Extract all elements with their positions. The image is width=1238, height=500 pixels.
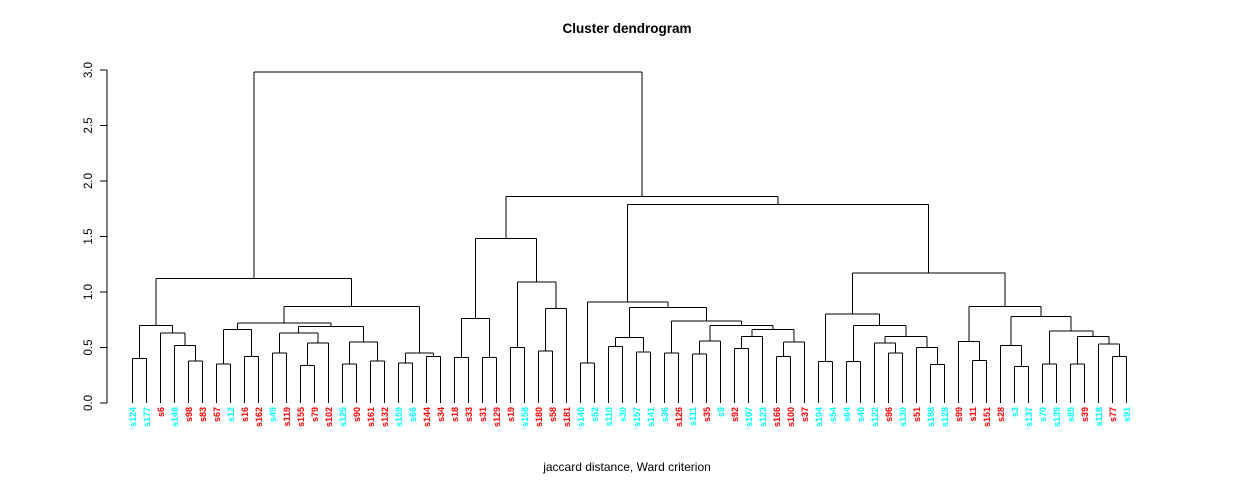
leaf-label: s102 <box>324 407 334 427</box>
leaf-label: s129 <box>492 407 502 427</box>
leaf-label: s158 <box>520 407 530 427</box>
leaf-label: s123 <box>758 407 768 427</box>
leaf-label: s126 <box>674 407 684 427</box>
leaf-label: s54 <box>828 407 838 422</box>
leaf-label: s36 <box>660 407 670 422</box>
dendrogram-lines <box>100 69 1127 404</box>
leaf-label: s49 <box>268 407 278 422</box>
leaf-label: s34 <box>436 407 446 422</box>
leaf-label: s16 <box>240 407 250 422</box>
leaf-label: s180 <box>534 407 544 427</box>
leaf-label: s92 <box>730 407 740 422</box>
leaf-label: s161 <box>366 407 376 427</box>
leaf-label: s64 <box>842 407 852 422</box>
leaf-label: s66 <box>408 407 418 422</box>
y-tick-label: 0.5 <box>83 340 95 356</box>
leaf-label: s77 <box>1108 407 1118 422</box>
leaf-label: s132 <box>380 407 390 427</box>
leaf-label: s107 <box>744 407 754 427</box>
leaf-label: s181 <box>562 407 572 427</box>
leaf-label: s12 <box>226 407 236 422</box>
y-tick-label: 3.0 <box>83 62 95 78</box>
leaf-label: s31 <box>478 407 488 422</box>
leaf-label: s148 <box>170 407 180 427</box>
leaf-label: s162 <box>254 407 264 427</box>
leaf-label: s144 <box>422 407 432 427</box>
leaf-label: s100 <box>786 407 796 427</box>
leaf-label: s91 <box>1122 407 1132 422</box>
leaf-label: s111 <box>688 407 698 426</box>
leaf-label: s110 <box>604 407 614 427</box>
leaf-label: s35 <box>702 407 712 422</box>
leaf-label: s85 <box>1066 407 1076 422</box>
y-tick-label: 2.0 <box>83 173 95 189</box>
leaf-label: s96 <box>884 407 894 422</box>
leaf-label: s58 <box>548 407 558 422</box>
leaf-label: s159 <box>394 407 404 427</box>
leaf-label: s9 <box>716 407 726 417</box>
leaf-label: s188 <box>926 407 936 427</box>
leaf-label: s137 <box>1024 407 1034 427</box>
chart-title: Cluster dendrogram <box>562 21 692 36</box>
leaf-label: s157 <box>632 407 642 427</box>
leaf-label: s67 <box>212 407 222 422</box>
leaf-label: s37 <box>800 407 810 422</box>
leaf-label: s83 <box>198 407 208 422</box>
leaf-label: s141 <box>646 407 656 427</box>
leaf-label: s119 <box>282 407 292 427</box>
leaf-label: s19 <box>506 407 516 422</box>
y-tick-label: 1.5 <box>83 229 95 245</box>
y-tick-label: 1.0 <box>83 284 95 300</box>
leaf-label: s39 <box>1080 407 1090 422</box>
leaf-label: s104 <box>814 407 824 427</box>
leaf-label: s28 <box>996 407 1006 422</box>
y-tick-label: 2.5 <box>83 118 95 134</box>
leaf-label: s166 <box>772 407 782 427</box>
leaf-label: s99 <box>954 407 964 422</box>
leaf-label: s130 <box>898 407 908 427</box>
x-axis-caption: jaccard distance, Ward criterion <box>543 460 711 474</box>
leaf-label: s177 <box>142 407 152 427</box>
leaf-label: s52 <box>590 407 600 422</box>
y-tick-label: 0.0 <box>83 395 95 411</box>
leaf-label: s125 <box>338 407 348 427</box>
leaf-label: s98 <box>184 407 194 422</box>
leaf-label: s79 <box>310 407 320 422</box>
leaf-label: s151 <box>982 407 992 427</box>
leaf-label: s6 <box>156 407 166 417</box>
leaf-label: s118 <box>1094 407 1104 427</box>
leaf-label: s122 <box>870 407 880 427</box>
leaf-label: s51 <box>912 407 922 422</box>
leaf-label: s30 <box>618 407 628 422</box>
leaf-label: s139 <box>1052 407 1062 427</box>
leaf-label: s155 <box>296 407 306 427</box>
leaf-label: s11 <box>968 407 978 422</box>
leaf-label: s33 <box>464 407 474 422</box>
leaf-label: s140 <box>576 407 586 427</box>
leaf-label: s70 <box>1038 407 1048 422</box>
leaf-label: s3 <box>1010 407 1020 417</box>
leaf-label: s90 <box>352 407 362 422</box>
leaf-label: s124 <box>128 407 138 427</box>
leaf-label: s18 <box>450 407 460 422</box>
leaf-label: s40 <box>856 407 866 422</box>
leaf-label: s128 <box>940 407 950 427</box>
